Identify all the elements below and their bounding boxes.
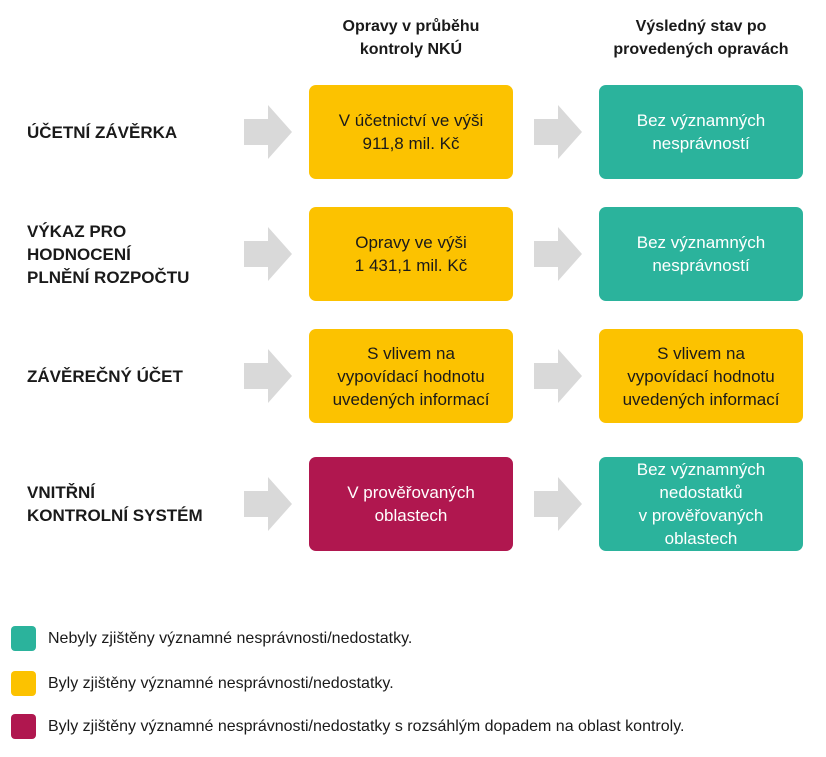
arrow-right-icon bbox=[534, 227, 582, 281]
column-header-result: Výsledný stav po provedených opravách bbox=[613, 18, 789, 58]
arrow-right-icon bbox=[534, 349, 582, 403]
arrow-right-icon bbox=[244, 105, 292, 159]
legend-swatch-yellow bbox=[11, 671, 36, 696]
box-result-vnitrni-kontrolni-system: Bez významných nedostatků v prověřovanýc… bbox=[599, 457, 803, 551]
arrow-right-icon bbox=[244, 349, 292, 403]
arrow-right-icon bbox=[534, 477, 582, 531]
box-result-zaverecny-ucet: S vlivem na vypovídací hodnotu uvedených… bbox=[599, 329, 803, 423]
row-label-ucetni-zaverka: ÚČETNÍ ZÁVĚRKA bbox=[27, 122, 178, 142]
arrow-right-icon bbox=[534, 105, 582, 159]
legend-item-crimson: Byly zjištěny významné nesprávnosti/nedo… bbox=[11, 714, 684, 739]
legend-text: Byly zjištěny významné nesprávnosti/nedo… bbox=[48, 674, 394, 692]
row-label-zaverecny-ucet: ZÁVĚREČNÝ ÚČET bbox=[27, 366, 183, 386]
column-header-corrections: Opravy v průběhu kontroly NKÚ bbox=[342, 18, 480, 58]
arrow-right-icon bbox=[244, 477, 292, 531]
box-result-ucetni-zaverka: Bez významných nesprávností bbox=[599, 85, 803, 179]
row-label-vnitrni-kontrolni-system: VNITŘNÍ KONTROLNÍ SYSTÉM bbox=[27, 483, 203, 525]
box-corrections-vykaz: Opravy ve výši 1 431,1 mil. Kč bbox=[309, 207, 513, 301]
legend-text: Nebyly zjištěny významné nesprávnosti/ne… bbox=[48, 629, 413, 647]
arrow-right-icon bbox=[244, 227, 292, 281]
legend-text: Byly zjištěny významné nesprávnosti/nedo… bbox=[48, 717, 685, 735]
legend-item-green: Nebyly zjištěny významné nesprávnosti/ne… bbox=[11, 626, 412, 651]
legend-swatch-green bbox=[11, 626, 36, 651]
box-corrections-zaverecny-ucet: S vlivem na vypovídací hodnotu uvedených… bbox=[309, 329, 513, 423]
box-corrections-vnitrni-kontrolni-system: V prověřovaných oblastech bbox=[309, 457, 513, 551]
legend-swatch-crimson bbox=[11, 714, 36, 739]
row-label-vykaz-pro-hodnoceni: VÝKAZ PRO HODNOCENÍ PLNĚNÍ ROZPOČTU bbox=[27, 221, 190, 287]
legend-item-yellow: Byly zjištěny významné nesprávnosti/nedo… bbox=[11, 671, 394, 696]
box-corrections-ucetni-zaverka: V účetnictví ve výši 911,8 mil. Kč bbox=[309, 85, 513, 179]
box-result-vykaz: Bez významných nesprávností bbox=[599, 207, 803, 301]
